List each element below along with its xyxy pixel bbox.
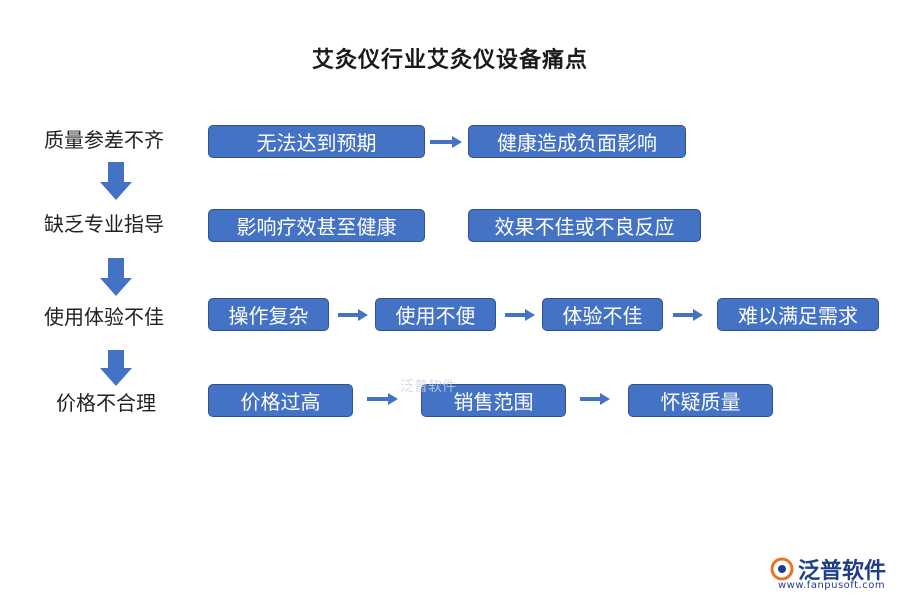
row-label-experience: 使用体验不佳 [44,305,164,329]
box-bad-experience: 体验不佳 [542,298,663,331]
watermark: 泛普软件 [400,379,456,395]
down-arrow [100,350,132,386]
box-sales-range: 销售范围 [421,384,566,417]
box-complex-operation: 操作复杂 [208,298,329,331]
row-label-guidance: 缺乏专业指导 [44,212,164,236]
logo-text: 泛普软件 [798,559,887,584]
box-doubt-quality: 怀疑质量 [628,384,773,417]
down-arrow [100,258,132,296]
logo-url: www.fanpusoft.com [778,580,886,591]
brand-logo: 泛普软件 [770,553,886,585]
row-label-quality: 质量参差不齐 [44,128,164,152]
down-arrow [100,162,132,200]
page-title: 艾灸仪行业艾灸仪设备痛点 [311,48,588,73]
box-unmet-expectation: 无法达到预期 [208,125,425,158]
row-label-price: 价格不合理 [56,391,156,415]
logo-icon [770,557,794,581]
box-high-price: 价格过高 [208,384,353,417]
box-health-negative: 健康造成负面影响 [468,125,686,158]
box-affect-efficacy: 影响疗效甚至健康 [208,209,425,242]
box-unmet-needs: 难以满足需求 [717,298,879,331]
box-poor-effect: 效果不佳或不良反应 [468,209,701,242]
box-inconvenient: 使用不便 [375,298,496,331]
